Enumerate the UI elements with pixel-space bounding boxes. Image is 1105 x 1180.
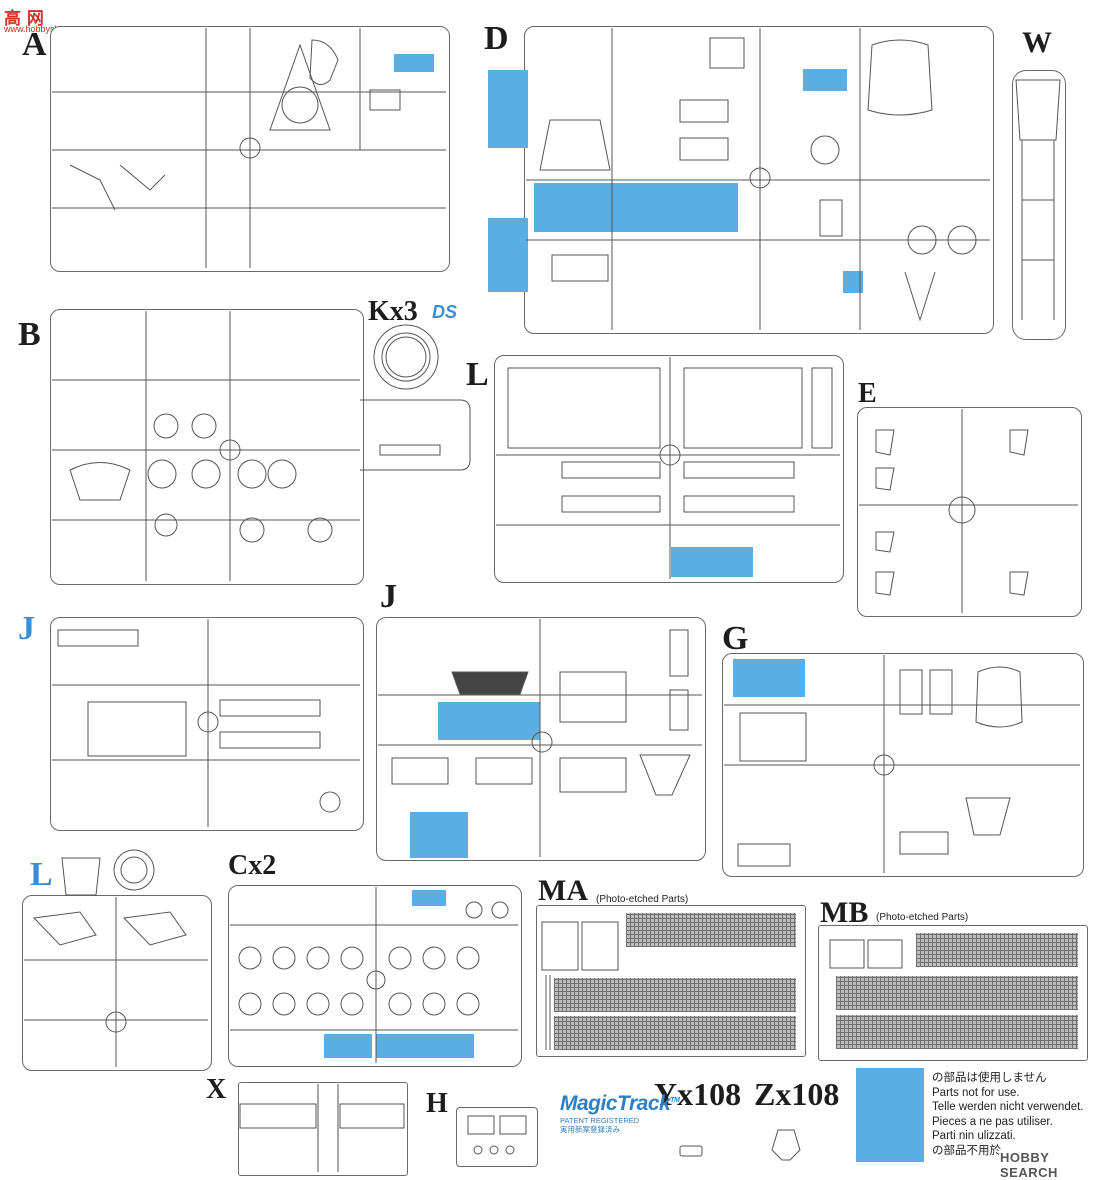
sprue-label-yx108: Yx108 <box>654 1076 742 1112</box>
legend-swatch <box>856 1068 924 1162</box>
legend-line: Parti nin ulizzati. <box>932 1130 1016 1142</box>
sprue-e-frame <box>857 407 1082 617</box>
ma-mesh-2 <box>554 978 796 1012</box>
logo-name: MagicTrack <box>560 1092 671 1115</box>
ma-photo-etched-note: (Photo-etched Parts) <box>596 894 689 905</box>
sprue-label-j-left: J <box>18 610 35 647</box>
sprue-j-left-frame <box>50 617 364 831</box>
sprue-label-d: D <box>484 20 509 57</box>
sprue-label-kx3: Kx3 <box>368 296 418 327</box>
sprue-label-w: W <box>1022 26 1052 59</box>
mb-photo-etched-note: (Photo-etched Parts) <box>876 912 969 923</box>
sprue-label-ma: MA <box>538 874 588 907</box>
sprue-h-frame <box>456 1107 538 1167</box>
magic-track-logo: MagicTrackTM PATENT REGISTERED 実用新案登録済み <box>560 1092 680 1134</box>
sprue-l-bottom-frame <box>22 895 212 1071</box>
sprue-l-frame <box>494 355 844 583</box>
sprue-w-frame <box>1012 70 1066 340</box>
sprue-label-cx2: Cx2 <box>228 850 277 881</box>
legend-line: Pieces a ne pas utiliser. <box>932 1115 1053 1128</box>
sprue-label-l-bottom: L <box>30 856 53 893</box>
ma-mesh-3 <box>554 1016 796 1050</box>
sprue-label-e: E <box>858 378 877 409</box>
legend-line: Parts not for use. <box>932 1086 1020 1099</box>
sprue-label-mb: MB <box>820 896 869 929</box>
legend-line: の部品不用於 <box>932 1144 1001 1157</box>
sprue-label-j-center: J <box>380 578 397 615</box>
sprue-label-h: H <box>426 1088 448 1119</box>
logo-patent-jp: 実用新案登録済み <box>560 1125 620 1134</box>
sprue-x-frame <box>238 1082 408 1176</box>
sprue-label-zx108: Zx108 <box>754 1076 840 1112</box>
sprue-label-g: G <box>722 620 749 657</box>
sprue-label-l: L <box>466 356 489 393</box>
mb-mesh-1 <box>916 933 1078 967</box>
sprue-label-a: A <box>22 26 47 63</box>
mb-mesh-2 <box>836 976 1078 1010</box>
ma-mesh-1 <box>626 913 796 947</box>
logo-patent: PATENT REGISTERED <box>560 1116 640 1125</box>
watermark-brand: 高 网 <box>4 9 44 29</box>
sprue-label-b: B <box>18 316 41 353</box>
part-outlines <box>32 37 1061 1172</box>
unused-part-highlights <box>324 54 863 1058</box>
legend-text: の部品は使用しません Parts not for use. Telle werd… <box>932 1071 1084 1158</box>
legend-line: Telle werden nicht verwendet. <box>932 1101 1084 1113</box>
sprue-label-x: X <box>206 1074 227 1105</box>
runner-lines <box>24 28 1080 1067</box>
mb-mesh-3 <box>836 1015 1078 1049</box>
legend-line: の部品は使用しません <box>932 1072 1047 1084</box>
ds-mark: DS <box>432 302 458 322</box>
logo-trademark: TM <box>670 1097 680 1104</box>
